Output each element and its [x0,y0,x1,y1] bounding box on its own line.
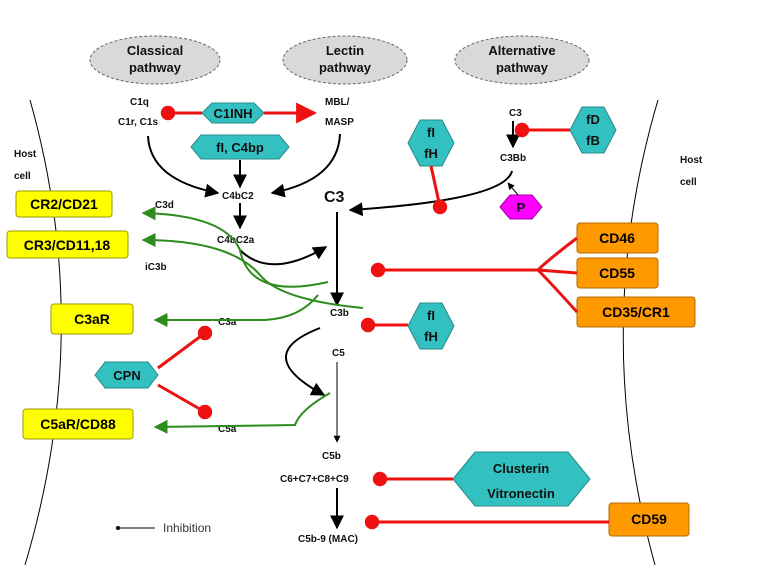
cd46-text: CD46 [599,230,635,246]
fd-fb-hex: fD fB [569,106,617,154]
alternative-line1: Alternative [488,43,555,58]
fh-top-text: fH [424,146,438,161]
cd55-text: CD55 [599,265,635,281]
mbl-label: MBL/ [325,97,350,108]
cd46-box: CD46 [576,222,659,254]
clusterin-hex: Clusterin Vitronectin [452,451,591,507]
host-cell-right-1: Host [680,155,703,166]
c3-alt-label: C3 [509,108,522,119]
fh-mid-text: fH [424,329,438,344]
c3d-label: C3d [155,200,174,211]
red-inhibition [157,102,609,530]
fi-c4bp-hex: fI, C4bp [190,134,290,160]
lectin-line2: pathway [319,60,372,75]
c5b-label: C5b [322,451,341,462]
c6-c9-label: C6+C7+C8+C9 [280,474,349,485]
classical-pathway-pill: Classical pathway [89,35,221,85]
c3bb-label: C3Bb [500,153,526,164]
arrow-to-cr3 [141,233,364,309]
fi-mid-text: fI [427,308,435,323]
c5a-label: C5a [218,424,237,435]
arrow-p-to-c3bb [507,182,519,196]
masp-label: MASP [325,117,354,128]
c1inh-hex: C1INH [201,102,265,124]
c1r-c1s-label: C1r, C1s [118,117,158,128]
inhibit-cpn-to-c3a [157,325,213,370]
arrow-to-cr2 [141,206,329,288]
c3b-label: C3b [330,308,349,319]
arrow-c4bc2a-to-c3 [239,246,328,266]
classical-line2: pathway [129,60,182,75]
black-arrows [147,121,520,530]
cd55-box: CD55 [576,257,659,289]
arrow-c3b-to-c5 [285,327,326,396]
fi-fh-mid-hex: fI fH [407,302,455,350]
fb-text: fB [586,133,600,148]
c3-main-label: C3 [324,189,345,206]
cpn-text: CPN [113,368,140,383]
c5-label: C5 [332,348,345,359]
alternative-line2: pathway [496,60,549,75]
cr3-box: CR3/CD11,18 [6,230,129,259]
green-arrows [141,206,364,434]
lectin-line1: Lectin [326,43,364,58]
host-cell-left-2: cell [14,171,31,182]
c1inh-text: C1INH [213,106,252,121]
membrane-regulator-fork [535,236,579,314]
right-membrane [622,99,659,566]
ic3b-label: iC3b [145,262,167,273]
c3a-label: C3a [218,317,237,328]
mac-label: C5b-9 (MAC) [298,534,358,545]
lectin-pathway-pill: Lectin pathway [282,35,408,85]
properdin-hex: P [499,194,543,220]
cd59-box: CD59 [608,502,690,537]
c4bc2a-label: C4bC2a [217,235,255,246]
cr2-text: CR2/CD21 [30,196,98,212]
host-cell-left-1: Host [14,149,37,160]
c5ar-box: C5aR/CD88 [22,408,134,440]
clusterin-text: Clusterin [493,461,549,476]
cr3-text: CR3/CD11,18 [24,237,111,253]
arrow-c3bb-to-c3 [348,170,513,217]
classical-line1: Classical [127,43,183,58]
c4bc2-label: C4bC2 [222,191,254,202]
legend: Inhibition [116,521,211,535]
legend-inhibition-text: Inhibition [163,521,211,535]
arrow-c1-to-c4bc2 [147,135,220,198]
fd-text: fD [586,112,600,127]
inhibit-cpn-to-c5a [157,383,213,420]
arrow-c3b-to-c3a [153,294,319,327]
fi-c4bp-text: fI, C4bp [216,140,264,155]
cr2-box: CR2/CD21 [15,190,113,218]
vitronectin-text: Vitronectin [487,486,555,501]
c3ar-box: C3aR [50,303,134,335]
inhibit-fifh-to-c3bb [429,165,448,215]
properdin-text: P [517,200,526,215]
arrow-c5-to-c5a [153,392,331,434]
alternative-pathway-pill: Alternative pathway [454,35,590,85]
c3ar-text: C3aR [74,311,110,327]
c1q-label: C1q [130,97,149,108]
cd59-text: CD59 [631,511,667,527]
c5ar-text: C5aR/CD88 [40,416,116,432]
host-cell-right-2: cell [680,177,697,188]
fi-fh-top-hex: fI fH [407,119,455,167]
cpn-hex: CPN [94,361,159,389]
arrow-masp-to-c4bc2 [270,133,341,198]
fi-top-text: fI [427,125,435,140]
cd35-text: CD35/CR1 [602,304,670,320]
cd35-box: CD35/CR1 [576,296,696,328]
